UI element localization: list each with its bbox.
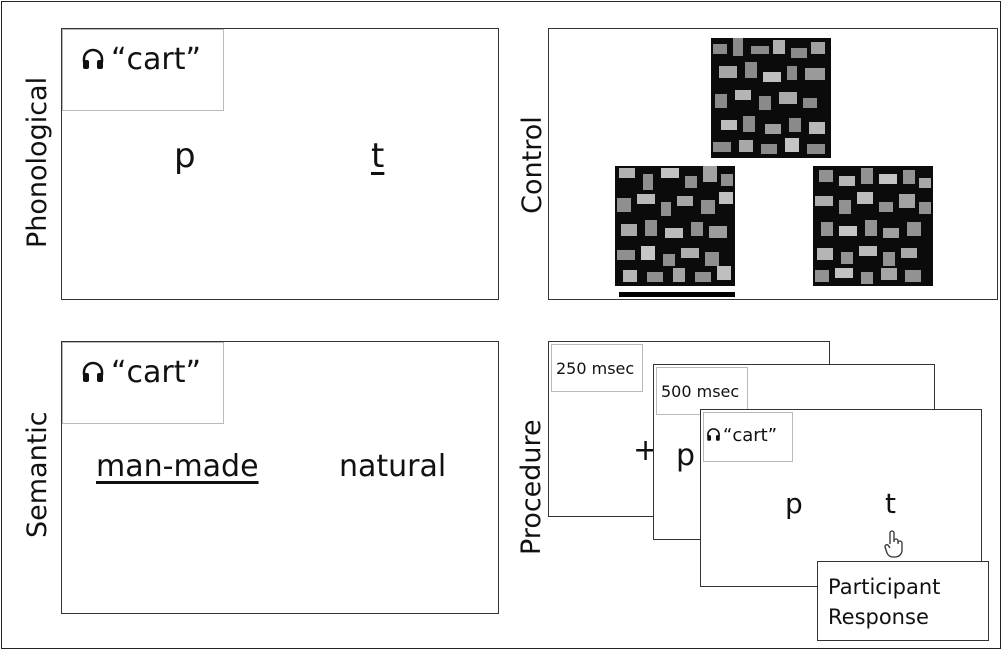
choice-right-target: t <box>371 136 385 176</box>
timing-box: 250 msec <box>551 344 643 392</box>
timing-250: 250 msec <box>556 359 635 378</box>
target-underline-bar <box>619 292 735 297</box>
frame3-right: t <box>885 487 896 520</box>
frame3-left: p <box>785 487 803 520</box>
scrambled-image-left <box>615 166 735 286</box>
choice-left: p <box>174 136 196 176</box>
label-procedure: Procedure <box>516 419 547 555</box>
procedure-frame-3: “cart” p t <box>700 409 982 587</box>
choice-right: natural <box>339 449 447 484</box>
label-semantic: Semantic <box>22 411 53 538</box>
control-panel <box>548 28 998 300</box>
timing-500: 500 msec <box>661 382 740 401</box>
response-line-2: Response <box>828 605 929 629</box>
timing-box: 500 msec <box>656 367 748 415</box>
audio-cue-box: “cart” <box>62 342 224 424</box>
phonological-panel: “cart” p t <box>61 28 499 300</box>
frame2-letter: p <box>676 438 696 473</box>
cue-word: “cart” <box>723 425 778 446</box>
response-line-1: Participant <box>828 575 941 599</box>
choice-left-target: man-made <box>96 449 259 484</box>
headphones-icon <box>82 361 104 382</box>
headphones-icon <box>707 428 720 441</box>
hand-pointer-icon <box>884 530 903 558</box>
scrambled-image-top <box>711 38 831 158</box>
cue-word: “cart” <box>111 42 202 77</box>
participant-response-box: Participant Response <box>817 561 989 641</box>
label-phonological: Phonological <box>22 76 53 248</box>
audio-cue-box: “cart” <box>703 412 793 462</box>
cue-word: “cart” <box>111 355 202 390</box>
semantic-panel: “cart” man-made natural <box>61 341 499 614</box>
headphones-icon <box>82 48 104 69</box>
audio-cue-box: “cart” <box>62 29 224 111</box>
scrambled-image-right <box>813 166 933 286</box>
